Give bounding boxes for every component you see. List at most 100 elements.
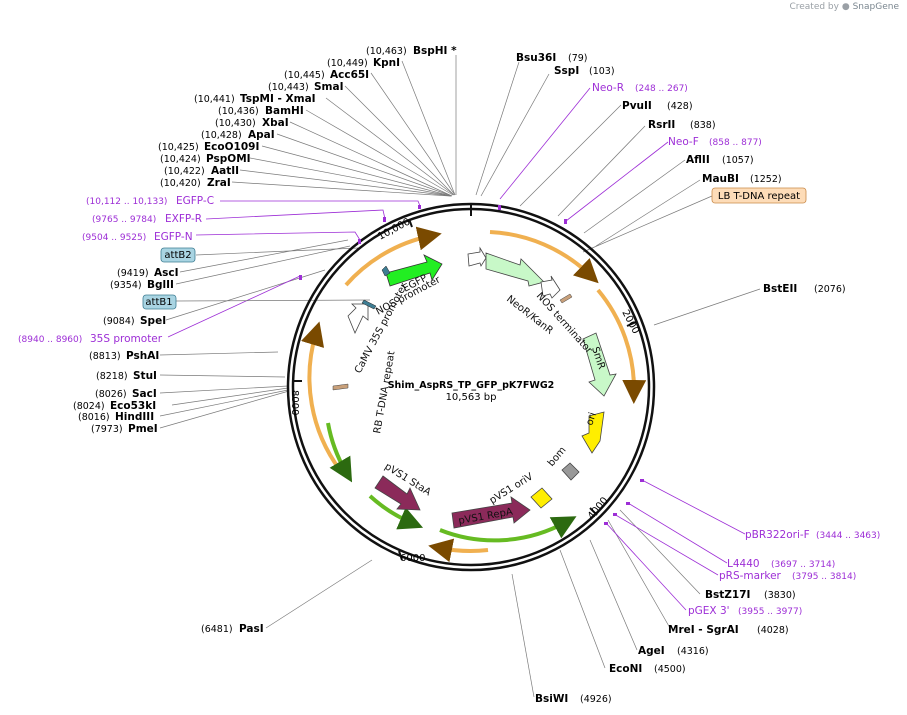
enzyme-pos: (3830) [764,590,796,601]
enzyme-pos: (428) [667,101,693,112]
tick-label: 8000 [289,390,300,415]
enzyme-name: HindIII [115,411,154,423]
primer-name: pRS-marker [719,570,782,582]
attb2-label: attB2 [164,250,191,261]
primer-name: pBR322ori-F [745,529,810,541]
enzyme-name: PasI [239,623,264,635]
nos-promoter-arrow [467,246,487,267]
enzyme-pos: (7973) [91,424,123,435]
primer-name: Neo-F [668,136,699,148]
enzyme-name: BamHI [265,105,304,117]
enzyme-pos: (10,441) [194,94,235,105]
primer-range: (3444 .. 3463) [816,531,880,541]
credit-brand: SnapGene [852,2,899,12]
enzyme-name: AscI [154,267,179,279]
enzyme-pos: (8218) [96,371,128,382]
enzyme-name: Acc65I [330,69,369,81]
enzyme-pos: (10,430) [215,118,256,129]
enzyme-pos: (10,424) [160,154,201,165]
primer-range: (248 .. 267) [635,84,688,94]
neor-kanr-arrow [485,252,545,287]
tick-label: 6000 [400,553,425,564]
enzyme-name: AgeI [638,645,665,657]
enzyme-pos: (2076) [814,284,846,295]
enzyme-pos: (4028) [757,625,789,636]
enzyme-pos: (8016) [78,412,110,423]
bom-box [561,462,580,481]
primer-name: L4440 [727,558,760,570]
primer-range: (858 .. 877) [709,138,762,148]
enzyme-pos: (1252) [750,174,782,185]
pvs1-staa-arrow [374,475,421,511]
enzyme-pos: (9084) [103,316,135,327]
lb-tdna-repeat-box [711,187,807,204]
primer-name: 35S promoter [90,333,163,345]
pvs1-oriv-box [530,487,553,509]
enzyme-pos: (838) [690,120,716,131]
enzyme-name: MreI - SgrAI [668,624,739,636]
primer-range: (3795 .. 3814) [792,572,856,582]
enzyme-name: AflII [686,154,710,166]
enzyme-leader-lines [159,55,761,698]
primer-name: Neo-R [592,82,624,94]
enzyme-pos: (8813) [89,351,121,362]
enzyme-name: SacI [132,388,157,400]
plasmid-name: Shim_AspRS_TP_GFP_pK7FWG2 [388,380,555,391]
enzyme-pos: (8024) [73,401,105,412]
enzyme-labels-left: (10,463) BspHI * (10,449) KpnI (10,445) … [73,45,457,635]
primer-range: (8940 .. 8960) [18,335,82,345]
enzyme-name: ZraI [207,177,231,189]
enzyme-name: ApaI [248,129,275,141]
primer-range: (10,112 .. 10,133) [86,197,167,207]
enzyme-name: PspOMI [206,153,251,165]
attb2-site [381,265,391,277]
enzyme-pos: (6481) [201,624,233,635]
enzyme-name: BstZ17I [705,589,750,601]
enzyme-pos: (10,428) [201,130,242,141]
enzyme-pos: (103) [589,66,615,77]
primer-leader-lines [167,87,746,611]
primer-name: EXFP-R [165,213,202,225]
primer-name: pGEX 3' [688,605,730,617]
feature-label-camv-35s: CaMV 35S promoter [353,281,410,376]
attb1-label: attB1 [145,297,172,308]
enzyme-pos: (10,425) [158,142,199,153]
enzyme-name: SpeI [140,315,166,327]
primer-name: EGFP-N [154,231,193,243]
enzyme-name: BspHI * [413,45,457,57]
enzyme-name: SmaI [314,81,344,93]
enzyme-name: PmeI [128,423,158,435]
enzyme-name: Bsu36I [516,52,556,64]
enzyme-pos: (1057) [722,155,754,166]
enzyme-name: EcoNI [609,663,642,675]
orf-arcs [301,226,647,563]
features [332,246,617,529]
enzyme-name: EcoO109I [204,141,259,153]
enzyme-name: SspI [554,65,579,77]
primer-name: EGFP-C [176,195,214,207]
primer-range: (3697 .. 3714) [771,560,835,570]
enzyme-labels-right: Bsu36I (79) SspI (103) PvuII (428) RsrII… [516,52,846,705]
plasmid-size: 10,563 bp [446,392,497,403]
camv-35s-promoter-arrow [347,303,369,334]
enzyme-name: Eco53kI [110,400,156,412]
enzyme-pos: (10,445) [284,70,325,81]
enzyme-pos: (10,463) [366,46,407,57]
egfp-arrow [385,254,443,287]
primer-range: (9765 .. 9784) [92,215,156,225]
lb-repeat-box [559,293,573,304]
rb-repeat-box [332,383,349,391]
lb-tdna-repeat-label: LB T-DNA repeat [718,191,800,202]
boxed-features: LB T-DNA repeat attB2 attB1 [142,187,807,310]
credit-prefix: Created by [789,2,839,12]
enzyme-pos: (10,420) [160,178,201,189]
pvs1-repa-arrow [451,496,531,529]
feature-leader-lines [175,195,713,302]
enzyme-pos: (8026) [95,389,127,400]
enzyme-name: TspMI - XmaI [240,93,316,105]
primer-range: (3955 .. 3977) [738,607,802,617]
enzyme-pos: (9354) [110,280,142,291]
nos-terminator-arrow [540,275,561,299]
enzyme-pos: (10,436) [218,106,259,117]
